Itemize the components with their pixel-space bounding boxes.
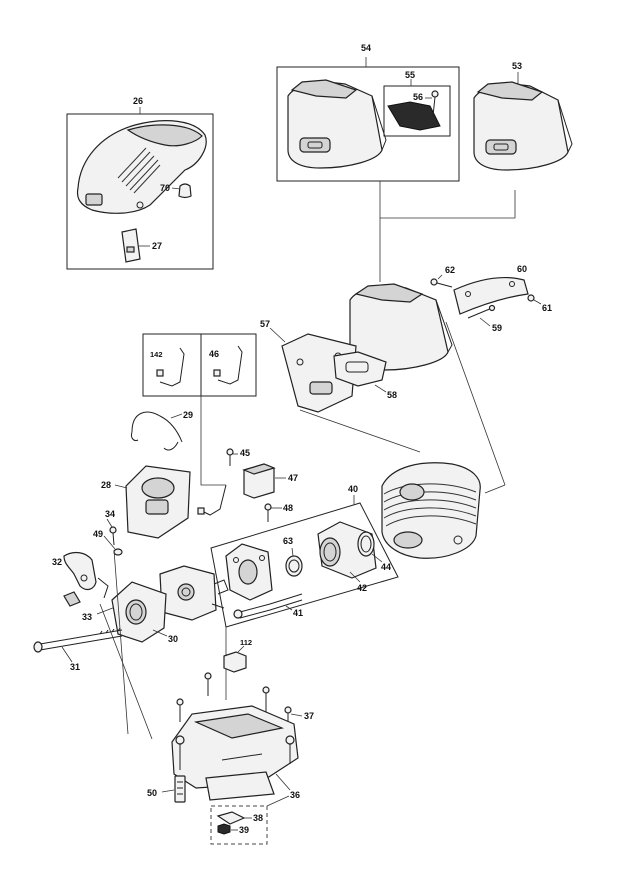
crankcase-part-36 (171, 705, 299, 801)
callout-54: 54 (361, 43, 371, 53)
callout-40: 40 (348, 484, 358, 494)
callout-39: 39 (239, 825, 249, 835)
clip-part-46 (213, 345, 243, 385)
callout-58: 58 (387, 390, 397, 400)
plate-part-57 (269, 327, 357, 413)
carburetor-part (159, 565, 229, 621)
callout-26: 26 (133, 96, 143, 106)
screw-part-48 (264, 503, 282, 522)
screw-part-37 (284, 706, 303, 726)
callout-27: 27 (152, 241, 162, 251)
screw-part-61 (527, 294, 542, 305)
carb-adaptor-part-40 (225, 543, 273, 601)
callout-31: 31 (70, 662, 80, 672)
group-box-40 (210, 502, 399, 628)
screws-crankcase (176, 672, 270, 722)
group-box-55 (383, 85, 451, 137)
grommet-part-70 (171, 183, 192, 199)
screen-plate-part-55 (387, 101, 441, 131)
callout-112: 112 (240, 638, 252, 647)
flange-ring-part-44 (357, 531, 383, 563)
bolt-part-59 (467, 304, 496, 327)
screw-part-62 (430, 274, 453, 288)
callout-44: 44 (381, 562, 391, 572)
label-plate-part-27 (121, 228, 150, 263)
label-part-50 (161, 775, 186, 803)
callout-32: 32 (52, 557, 62, 567)
callout-34: 34 (105, 509, 115, 519)
callout-42: 42 (357, 583, 367, 593)
callout-57: 57 (260, 319, 270, 329)
screw-part-34 (106, 518, 117, 546)
o-ring-part-63 (285, 547, 303, 577)
callout-46: 46 (209, 349, 219, 359)
group-box-38-39 (210, 805, 268, 845)
hose-part-41 (233, 593, 303, 619)
callout-53: 53 (512, 61, 522, 71)
callout-60: 60 (517, 264, 527, 274)
callout-49: 49 (93, 529, 103, 539)
callout-29: 29 (183, 410, 193, 420)
bracket-part-112 (223, 645, 247, 673)
callout-33: 33 (82, 612, 92, 622)
cylinder-part (381, 462, 481, 559)
callout-62: 62 (445, 265, 455, 275)
nut-part-39 (217, 823, 238, 835)
spring-wire-part-29 (131, 411, 183, 451)
callout-41: 41 (293, 608, 303, 618)
callout-37: 37 (304, 711, 314, 721)
plate-part-38 (216, 811, 252, 825)
callout-59: 59 (492, 323, 502, 333)
callout-48: 48 (283, 503, 293, 513)
throttle-lever-part-32 (63, 551, 97, 607)
group-box-clips (142, 333, 257, 397)
screw-part-45 (226, 448, 238, 466)
callout-30: 30 (168, 634, 178, 644)
callout-63: 63 (283, 536, 293, 546)
callout-61: 61 (542, 303, 552, 313)
filter-housing-part-28 (114, 465, 191, 539)
carb-intake-part-30 (111, 581, 168, 643)
callout-36: 36 (290, 790, 300, 800)
callout-56: 56 (413, 92, 423, 102)
screw-part-56 (425, 90, 439, 117)
gasket-part-58 (333, 351, 387, 393)
heat-shield-part-60 (453, 276, 529, 315)
wire-bracket-part-46-installed (197, 484, 227, 516)
starter-cover-part-26 (76, 120, 207, 214)
muffler-part-54 (287, 79, 387, 169)
clip-part-142 (156, 347, 185, 387)
callout-70: 70 (160, 183, 170, 193)
insulator-block-part-47 (242, 463, 286, 499)
callout-38: 38 (253, 813, 263, 823)
long-bolt-part-31 (33, 627, 123, 663)
group-box-54 (276, 66, 460, 182)
callout-142: 142 (150, 350, 163, 359)
muffler-body-assembly (349, 283, 453, 371)
callout-55: 55 (405, 70, 415, 80)
callout-47: 47 (288, 473, 298, 483)
muffler-part-53 (473, 81, 573, 171)
callout-50: 50 (147, 788, 157, 798)
callout-45: 45 (240, 448, 250, 458)
callout-28: 28 (101, 480, 111, 490)
